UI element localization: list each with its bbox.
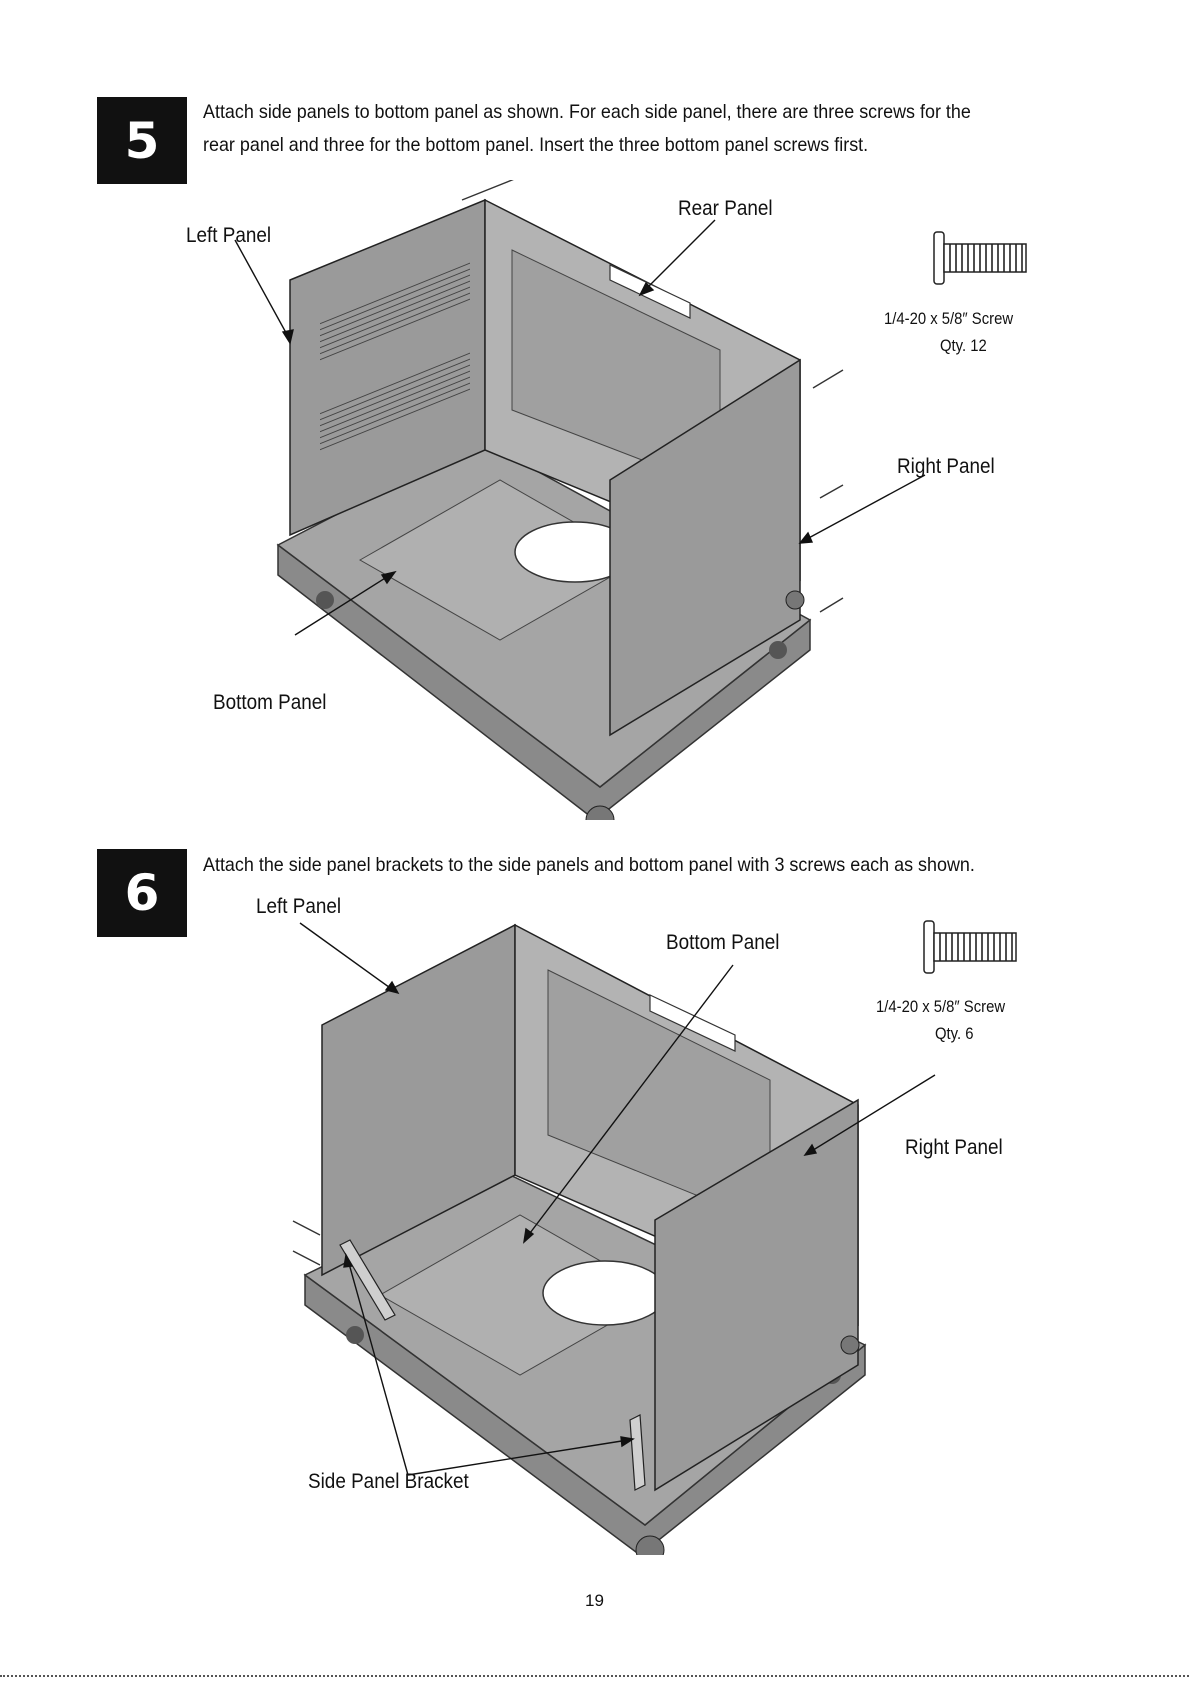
leader-lines — [299, 922, 936, 1476]
bottom-panel-label: Bottom Panel — [666, 931, 780, 954]
step-5-badge: 5 — [97, 97, 187, 184]
screw-spec: 1/4-20 x 5/8″ Screw — [876, 998, 1006, 1016]
leader-lines — [234, 219, 926, 636]
screw-icon — [923, 920, 1017, 974]
instruction-line: rear panel and three for the bottom pane… — [203, 134, 869, 156]
step-number: 5 — [124, 111, 160, 170]
rear-panel-label: Rear Panel — [678, 197, 773, 220]
side-panel-bracket-shape — [339, 1239, 646, 1491]
step-5-illustration — [234, 180, 926, 820]
bottom-panel-label: Bottom Panel — [213, 691, 327, 714]
page-number: 19 — [585, 1591, 604, 1610]
right-panel-label: Right Panel — [905, 1136, 1003, 1159]
loose-screws — [461, 180, 844, 613]
step-number: 6 — [124, 864, 160, 922]
instruction-line: Attach side panels to bottom panel as sh… — [203, 101, 971, 123]
screw-qty: Qty. 6 — [935, 1025, 974, 1043]
right-panel-shape — [609, 358, 805, 737]
screw-icon — [933, 231, 1027, 285]
step-6-illustration — [292, 922, 936, 1555]
instruction-line: Attach the side panel brackets to the si… — [203, 854, 975, 876]
screw-callout — [920, 917, 1020, 977]
screw-callout — [930, 228, 1030, 288]
side-panel-bracket-label: Side Panel Bracket — [308, 1470, 469, 1493]
left-panel-label: Left Panel — [186, 224, 272, 247]
left-panel-label: Left Panel — [256, 895, 342, 918]
step-5-instruction: Attach side panels to bottom panel as sh… — [203, 96, 971, 162]
loose-screws — [292, 1220, 321, 1266]
screw-qty: Qty. 12 — [940, 337, 987, 355]
step-6-instruction: Attach the side panel brackets to the si… — [203, 849, 975, 882]
screw-spec: 1/4-20 x 5/8″ Screw — [884, 310, 1014, 328]
page-bottom-rule — [0, 1675, 1189, 1677]
right-panel-shape — [654, 1098, 860, 1492]
bottom-panel-shape — [276, 439, 812, 820]
left-panel-shape — [289, 198, 486, 537]
right-panel-label: Right Panel — [897, 455, 995, 478]
step-6-badge: 6 — [97, 849, 187, 937]
